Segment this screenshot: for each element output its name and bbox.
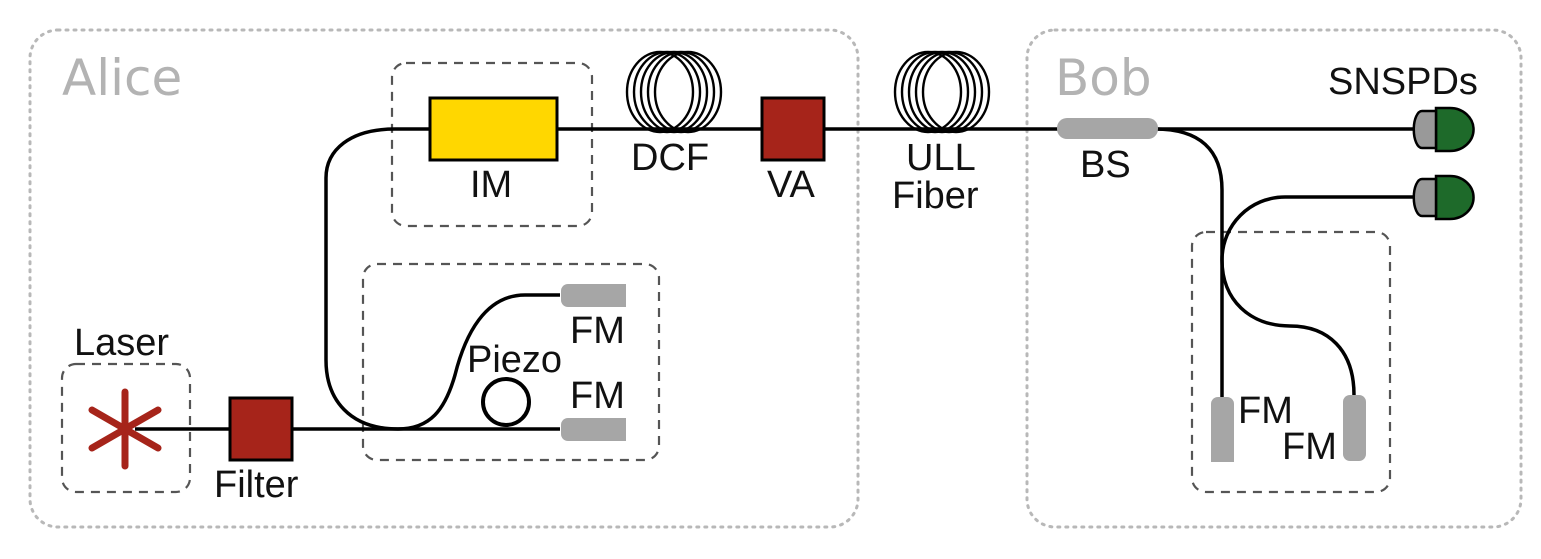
- faraday-mirror-bottom: [561, 418, 626, 441]
- faraday-mirror-top: [561, 284, 626, 307]
- bob-title: Bob: [1055, 49, 1152, 107]
- filter-block: [228, 396, 294, 462]
- variable-attenuator: [760, 96, 826, 162]
- alice-title: Alice: [62, 49, 182, 107]
- piezo-icon: [481, 377, 531, 427]
- dcf-label: DCF: [631, 137, 709, 179]
- faraday-mirror-left: [1211, 397, 1234, 462]
- detector-bottom-icon: [1412, 174, 1475, 221]
- faraday-mirror-right: [1343, 395, 1366, 461]
- laser-icon: [88, 388, 162, 470]
- ull-fiber-coil-icon: [893, 50, 991, 134]
- fm-top-label: FM: [570, 310, 625, 352]
- bob-interferometer-box: [1190, 230, 1392, 494]
- im-box: [390, 61, 594, 228]
- intensity-modulator: [428, 96, 559, 162]
- fiber-interferometer-loop: [1220, 195, 1428, 396]
- fiber-arm-upper: [397, 293, 560, 431]
- fm-bottom-label: FM: [570, 375, 625, 417]
- laser-box: [60, 362, 192, 494]
- va-label: VA: [767, 164, 816, 206]
- fiber-bs-to-interferometer: [1154, 127, 1224, 402]
- interferometer-box: [361, 262, 661, 462]
- snspds-label: SNSPDs: [1328, 61, 1478, 103]
- fiber-loop-to-im: [324, 127, 430, 431]
- piezo-label: Piezo: [467, 339, 562, 381]
- fm-right-label: FM: [1282, 426, 1337, 468]
- detector-top-icon: [1412, 106, 1475, 153]
- beam-splitter: [1057, 118, 1158, 139]
- im-label: IM: [470, 164, 512, 206]
- fiber-label: Fiber: [892, 175, 979, 217]
- dcf-coil-icon: [625, 50, 723, 134]
- alice-panel: [28, 28, 860, 529]
- filter-label: Filter: [214, 464, 299, 506]
- bob-panel: [1025, 28, 1523, 529]
- ull-label: ULL: [906, 137, 976, 179]
- fm-left-label: FM: [1238, 390, 1293, 432]
- bs-label: BS: [1080, 144, 1131, 186]
- laser-label: Laser: [74, 322, 169, 364]
